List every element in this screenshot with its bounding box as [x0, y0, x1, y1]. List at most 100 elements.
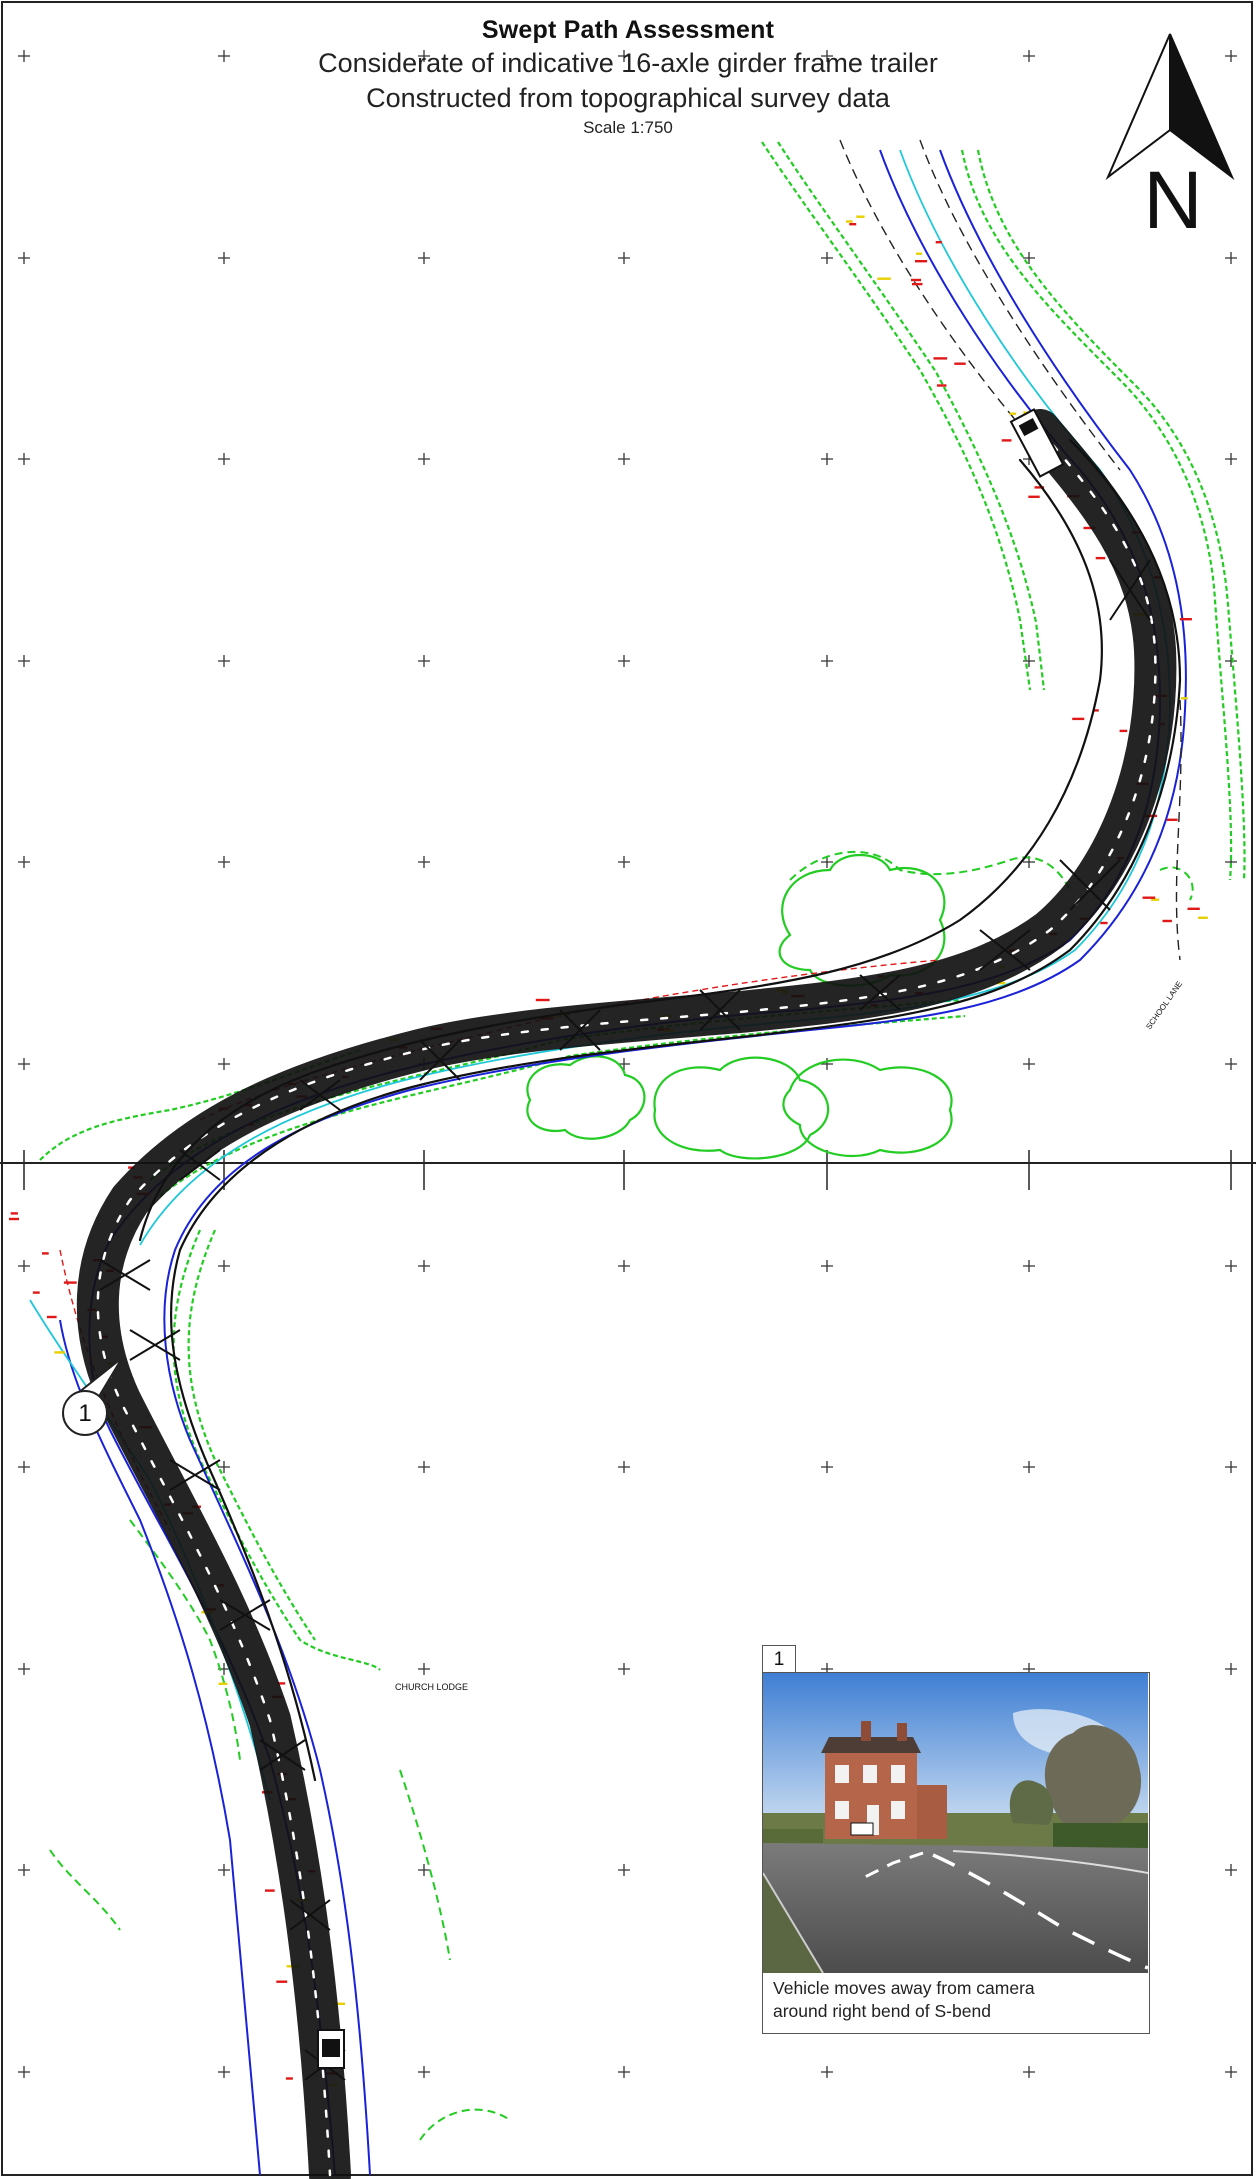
- grid-cross: [618, 252, 630, 264]
- grid-cross: [418, 252, 430, 264]
- grid-cross: [821, 856, 833, 868]
- grid-cross: [821, 655, 833, 667]
- label-church-lodge: CHURCH LODGE: [395, 1682, 468, 1692]
- grid-cross: [1225, 1663, 1237, 1675]
- grid-cross: [218, 1461, 230, 1473]
- survey-point: [334, 2002, 345, 2005]
- grid-cross: [18, 252, 30, 264]
- survey-point: [935, 241, 942, 244]
- grid-cross: [418, 1864, 430, 1876]
- survey-point: [1034, 486, 1045, 489]
- grid-cross: [418, 453, 430, 465]
- site-photo: [763, 1673, 1148, 1973]
- grid-cross: [821, 252, 833, 264]
- grid-cross: [1225, 453, 1237, 465]
- title-block: Swept Path Assessment Considerate of ind…: [0, 14, 1256, 140]
- grid-cross: [18, 1461, 30, 1473]
- survey-point: [1187, 907, 1200, 910]
- grid-cross: [1225, 1864, 1237, 1876]
- survey-point: [1143, 814, 1157, 818]
- grid-cross: [1023, 2066, 1035, 2078]
- grid-cross: [821, 1260, 833, 1272]
- grid-cross: [618, 453, 630, 465]
- survey-point: [9, 1217, 19, 1221]
- grid-cross: [218, 252, 230, 264]
- grid-cross: [821, 453, 833, 465]
- grid-cross: [1225, 1260, 1237, 1272]
- grid-cross: [1023, 1461, 1035, 1473]
- page-title: Swept Path Assessment: [481, 16, 775, 44]
- grid-cross: [1225, 2066, 1237, 2078]
- grid-cross: [18, 1260, 30, 1272]
- survey-point: [912, 282, 923, 286]
- north-arrow-icon: [1105, 33, 1235, 181]
- subtitle-line-1: Considerate of indicative 16-axle girder…: [318, 48, 938, 78]
- grid-cross: [218, 50, 230, 62]
- grid-cross: [418, 1260, 430, 1272]
- survey-point: [1162, 919, 1172, 923]
- grid-cross: [1023, 252, 1035, 264]
- grid-cross: [1225, 252, 1237, 264]
- survey-point: [63, 1281, 77, 1284]
- survey-point: [46, 1315, 57, 1319]
- grid-cross: [218, 655, 230, 667]
- grid-cross: [218, 1260, 230, 1272]
- label-school-lane: SCHOOL LANE: [1144, 980, 1184, 1032]
- tractor-unit-bottom: [317, 2029, 345, 2069]
- grid-cross: [821, 2066, 833, 2078]
- grid-cross: [1023, 1260, 1035, 1272]
- survey-point: [1119, 729, 1128, 733]
- photo-caption: Vehicle moves away from camera around ri…: [773, 1977, 1143, 2023]
- survey-point: [1072, 717, 1085, 721]
- survey-point: [1181, 697, 1188, 700]
- grid-cross: [218, 856, 230, 868]
- centerline: [839, 139, 1182, 961]
- survey-point: [936, 384, 947, 387]
- survey-point: [535, 998, 550, 1002]
- survey-point: [1100, 921, 1108, 925]
- photo-number-tab: 1: [762, 1645, 796, 1673]
- grid-cross: [821, 1058, 833, 1070]
- survey-point: [846, 220, 853, 223]
- grid-cross: [418, 50, 430, 62]
- grid-cross: [821, 1461, 833, 1473]
- tree-canopies: [526, 853, 953, 1160]
- survey-point: [856, 215, 865, 218]
- tractor-unit-top: [1009, 408, 1065, 478]
- survey-point: [877, 277, 891, 280]
- survey-point: [1198, 916, 1208, 919]
- survey-point: [1179, 618, 1192, 621]
- grid-cross: [218, 1058, 230, 1070]
- survey-point: [1092, 709, 1099, 712]
- photo-caption-line-1: Vehicle moves away from camera: [773, 1978, 1035, 1998]
- grid-cross: [218, 2066, 230, 2078]
- grid-cross: [1023, 655, 1035, 667]
- grid-cross: [1225, 50, 1237, 62]
- grid-cross: [218, 1864, 230, 1876]
- grid-cross: [618, 2066, 630, 2078]
- grid-cross: [1023, 50, 1035, 62]
- survey-point: [1166, 818, 1178, 821]
- grid-cross: [418, 856, 430, 868]
- survey-point: [1151, 898, 1159, 901]
- site-photo-panel: Vehicle moves away from camera around ri…: [762, 1672, 1150, 2034]
- site-photo-image: [763, 1673, 1148, 1973]
- grid-cross: [618, 1663, 630, 1675]
- survey-point: [42, 1252, 49, 1255]
- survey-point: [915, 260, 928, 263]
- swept-path: [76, 409, 1182, 2179]
- grid-cross: [18, 1864, 30, 1876]
- tree-canopies-dashed: [49, 850, 1194, 2141]
- survey-point: [1095, 556, 1106, 560]
- scale-label: Scale 1:750: [583, 118, 673, 137]
- grid-cross: [618, 856, 630, 868]
- section-ticks: [23, 1150, 1232, 1190]
- grid-cross: [1225, 655, 1237, 667]
- grid-cross: [418, 1663, 430, 1675]
- grid-cross: [618, 655, 630, 667]
- survey-point: [1009, 412, 1017, 415]
- survey-point: [265, 1889, 275, 1892]
- grid-cross: [618, 1864, 630, 1876]
- grid-cross: [18, 2066, 30, 2078]
